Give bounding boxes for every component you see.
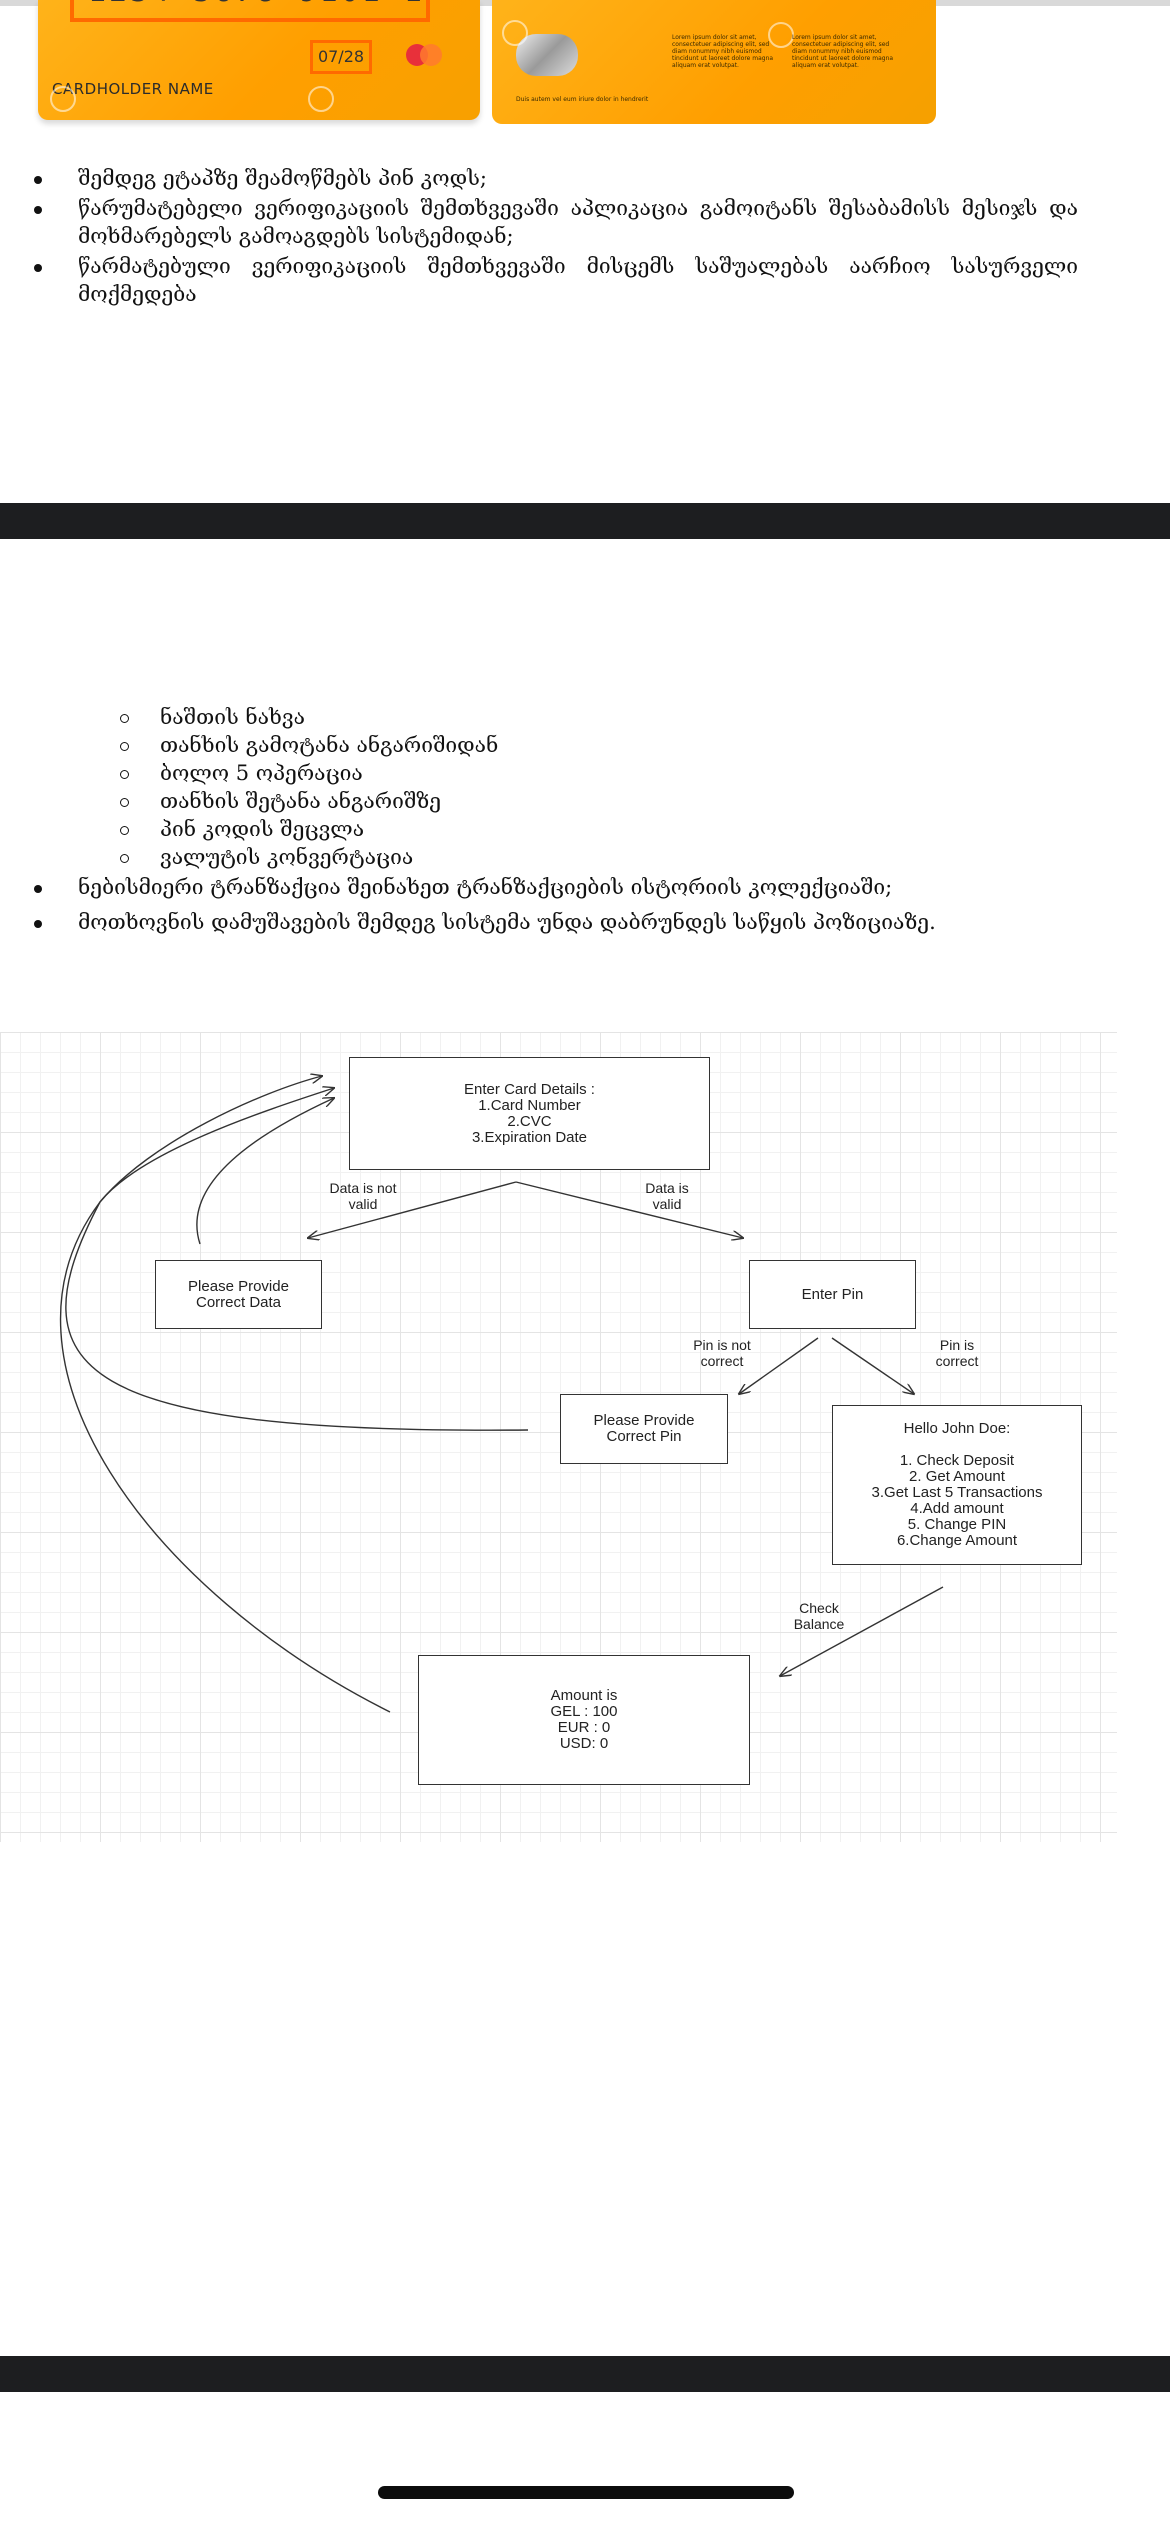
- bullet-item: შემდეგ ეტაპზე შეამოწმებს პინ კოდს;: [78, 166, 487, 190]
- node-line: Please Provide: [593, 1412, 695, 1429]
- node-line: 3.Get Last 5 Transactions: [871, 1484, 1043, 1501]
- swirl-ornament-icon: [50, 86, 76, 112]
- arrow-not-valid: [308, 1181, 517, 1238]
- label-line: valid: [348, 1196, 378, 1212]
- node-line: Enter Pin: [801, 1285, 864, 1303]
- node-menu: Hello John Doe: 1. Check Deposit 2. Get …: [832, 1405, 1082, 1565]
- page-break-band: [0, 2356, 1170, 2392]
- signature-strip: [516, 34, 578, 76]
- hollow-bullet: [120, 714, 129, 723]
- bullet-item: წარმატებული ვერიფიკაციის შემთხვევაში მის…: [78, 254, 1078, 306]
- sub-list-item: ბოლო 5 ოპერაცია: [160, 761, 363, 785]
- card-back-image: Lorem ipsum dolor sit amet, consectetuer…: [492, 0, 936, 124]
- node-amount: Amount is GEL : 100 EUR : 0 USD: 0: [418, 1655, 750, 1785]
- node-line: Hello John Doe:: [903, 1420, 1011, 1437]
- node-line: EUR : 0: [557, 1719, 611, 1736]
- label-check-balance: Check Balance: [764, 1600, 874, 1632]
- label-line: Balance: [793, 1616, 845, 1632]
- label-line: correct: [935, 1353, 979, 1369]
- label-line: Pin is not: [693, 1337, 751, 1353]
- node-provide-pin: Please Provide Correct Pin: [560, 1394, 728, 1464]
- node-line: 2. Get Amount: [909, 1468, 1005, 1485]
- label-line: Pin is: [939, 1337, 975, 1353]
- swirl-ornament-icon: [308, 86, 334, 112]
- node-line: Amount is: [550, 1687, 618, 1704]
- curve-amount-return: [59, 1076, 391, 1713]
- swirl-ornament-icon: [768, 22, 794, 48]
- sub-list-item: ნაშთის ნახვა: [160, 705, 305, 729]
- node-line: 3.Expiration Date: [471, 1128, 588, 1146]
- node-line: GEL : 100: [550, 1703, 618, 1720]
- card-back-text-1: Lorem ipsum dolor sit amet, consectetuer…: [672, 34, 774, 69]
- card-back-text-2: Lorem ipsum dolor sit amet, consectetuer…: [792, 34, 894, 69]
- node-line: 2.CVC: [507, 1112, 552, 1130]
- card-number: 1234 5678 9101 1121: [70, 0, 430, 22]
- node-line: Correct Data: [195, 1293, 282, 1311]
- sub-list-item: თანხის გამოტანა ანგარიშიდან: [160, 733, 499, 757]
- bullet-dot: [34, 264, 42, 272]
- hollow-bullet: [120, 770, 129, 779]
- card-front-image: 1234 5678 9101 1121 07/28 CARDHOLDER NAM…: [38, 0, 480, 120]
- label-line: valid: [652, 1196, 682, 1212]
- node-line: 4.Add amount: [910, 1500, 1004, 1517]
- hollow-bullet: [120, 854, 129, 863]
- sub-list-item: პინ კოდის შეცვლა: [160, 817, 365, 841]
- node-line: 5. Change PIN: [907, 1516, 1007, 1533]
- label-line: Check: [799, 1600, 839, 1616]
- swirl-ornament-icon: [502, 20, 528, 46]
- node-line: 6.Change Amount: [896, 1532, 1018, 1549]
- node-line: 1.Card Number: [478, 1096, 581, 1114]
- bullet-item: ნებისმიერი ტრანზაქცია შეინახეთ ტრანზაქცი…: [78, 875, 893, 899]
- label-pin-not-correct: Pin is not correct: [667, 1337, 777, 1369]
- sub-list-item: ვალუტის კონვერტაცია: [160, 845, 414, 869]
- mastercard-logo-right: [420, 44, 442, 66]
- arrow-pin-not-correct: [739, 1337, 819, 1394]
- node-line: Please Provide: [188, 1277, 289, 1295]
- sub-list-item: თანხის შეტანა ანგარიშზე: [160, 789, 442, 813]
- page-break-band: [0, 503, 1170, 539]
- node-line: Enter Card Details :: [464, 1080, 595, 1098]
- node-provide-data: Please Provide Correct Data: [155, 1260, 322, 1329]
- home-indicator[interactable]: [378, 2486, 794, 2499]
- diagram-connectors: [59, 1032, 944, 1713]
- node-enter-card: Enter Card Details : 1.Card Number 2.CVC…: [349, 1057, 710, 1170]
- label-line: Data is not: [329, 1180, 397, 1196]
- label-line: Data is: [645, 1180, 689, 1196]
- hollow-bullet: [120, 798, 129, 807]
- curve-provide-data-return: [196, 1098, 334, 1245]
- bullet-item: წარუმატებელი ვერიფიკაციის შემთხვევაში აპ…: [78, 196, 1078, 248]
- bullet-dot: [34, 920, 42, 928]
- hollow-bullet: [120, 826, 129, 835]
- label-pin-correct: Pin is correct: [902, 1337, 1012, 1369]
- cardholder-name: CARDHOLDER NAME: [52, 80, 214, 98]
- arrow-pin-correct: [831, 1337, 914, 1394]
- label-line: correct: [700, 1353, 744, 1369]
- node-line: 1. Check Deposit: [899, 1452, 1015, 1469]
- label-data-valid: Data is valid: [612, 1180, 722, 1212]
- bullet-dot: [34, 176, 42, 184]
- hollow-bullet: [120, 742, 129, 751]
- bullet-dot: [34, 885, 42, 893]
- card-back-footer: Duis autem vel eum iriure dolor in hendr…: [516, 96, 649, 103]
- arrow-valid: [515, 1181, 743, 1238]
- node-enter-pin: Enter Pin: [749, 1260, 916, 1329]
- node-line: Correct Pin: [606, 1428, 682, 1445]
- flow-diagram: Enter Card Details : 1.Card Number 2.CVC…: [0, 1032, 1117, 1842]
- bullet-dot: [34, 206, 42, 214]
- label-data-not-valid: Data is not valid: [308, 1180, 418, 1212]
- card-expiry: 07/28: [310, 40, 372, 74]
- curve-provide-pin-return: [65, 1088, 529, 1431]
- arrow-check-balance: [780, 1586, 944, 1676]
- bullet-item: მოთხოვნის დამუშავების შემდეგ სისტემა უნდ…: [78, 910, 936, 934]
- node-line: USD: 0: [559, 1735, 609, 1752]
